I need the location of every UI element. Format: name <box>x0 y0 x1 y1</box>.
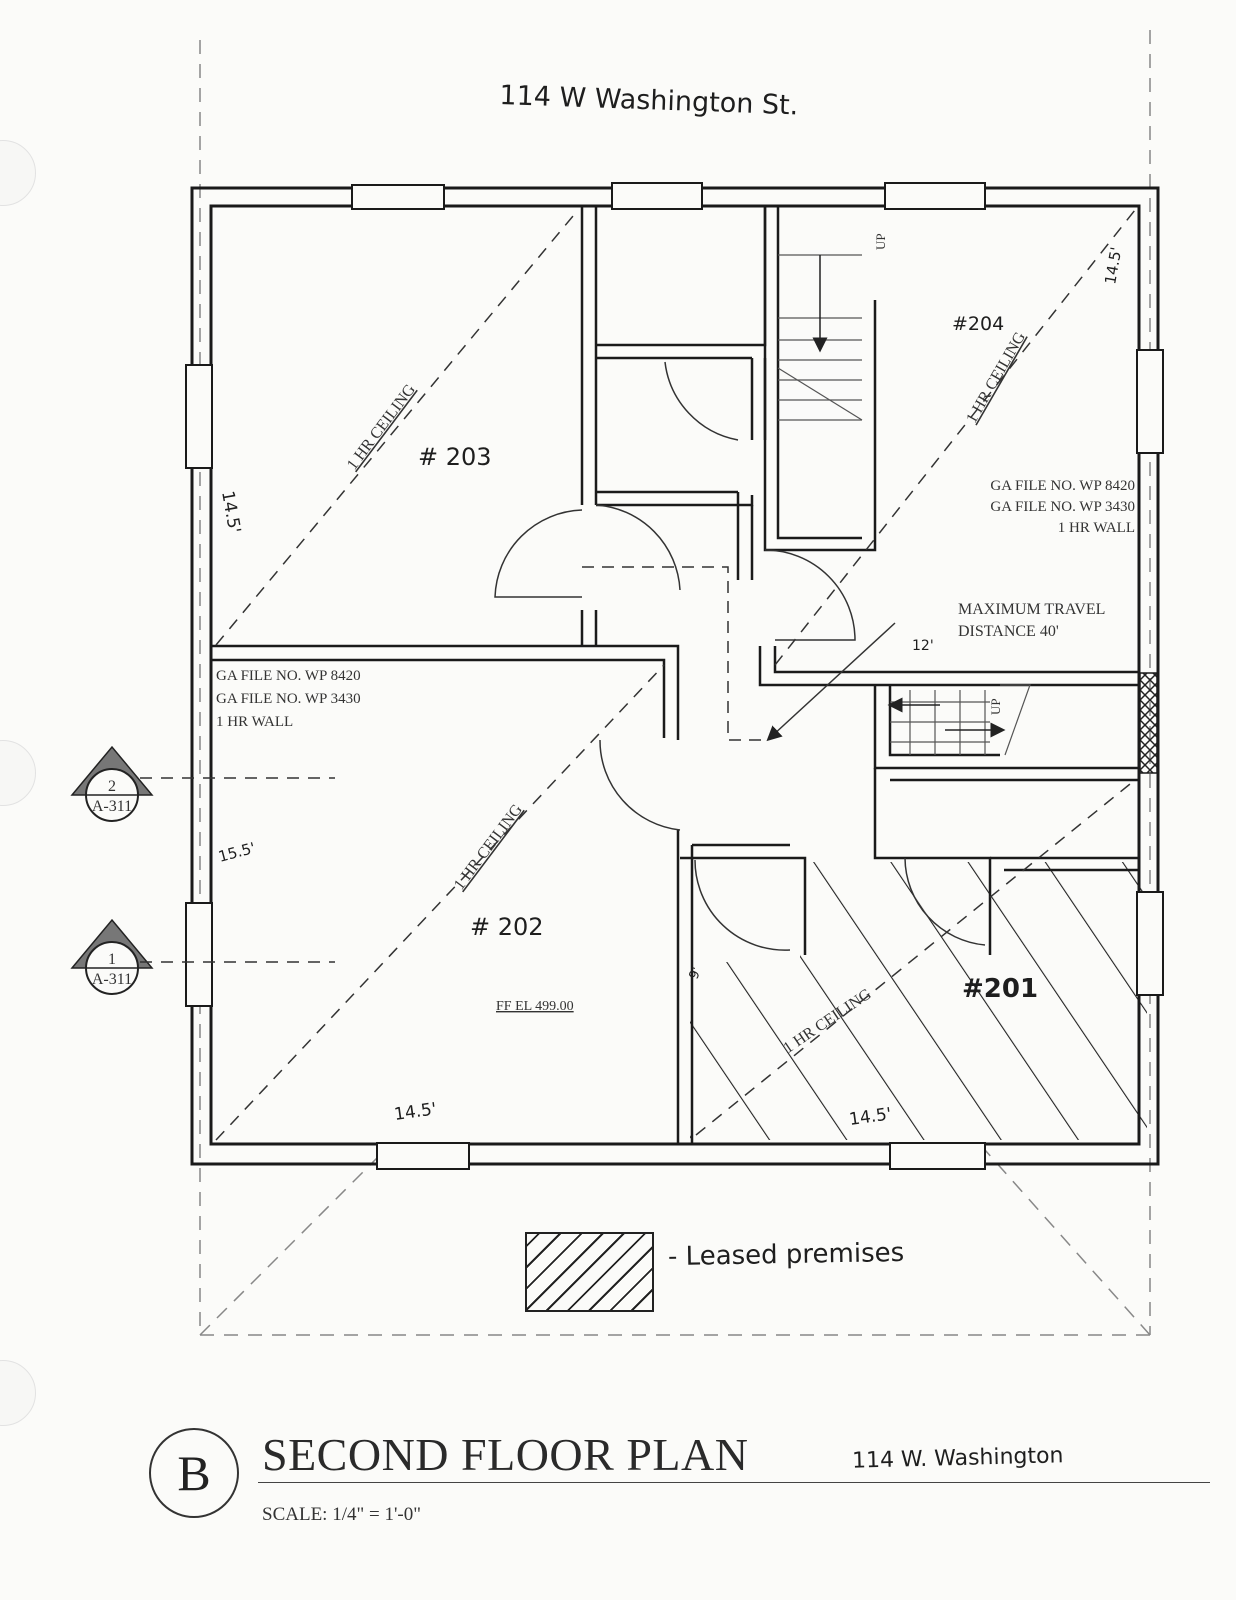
svg-text:GA FILE NO. WP 8420: GA FILE NO. WP 8420 <box>990 478 1135 494</box>
drawing-mark: B <box>149 1428 239 1518</box>
shaft-hatch <box>1139 672 1158 774</box>
plan-title: SECOND FLOOR PLAN <box>262 1429 749 1480</box>
room-number-204: #204 <box>952 313 1004 335</box>
section-number: 1 <box>108 951 116 968</box>
section-sheet: A-311 <box>92 971 132 988</box>
travel-dim: 12' <box>912 638 934 654</box>
svg-text:GA FILE NO. WP 3430: GA FILE NO. WP 3430 <box>990 499 1135 515</box>
interior-walls <box>211 206 1139 1144</box>
wall-rating-notes-202: GA FILE NO. WP 8420 GA FILE NO. WP 3430 … <box>216 668 361 730</box>
room-number-202: # 202 <box>470 913 544 941</box>
section-sheet: A-311 <box>92 798 132 815</box>
section-marker-1: 1 A-311 <box>70 918 335 995</box>
ceiling-label-203: 1 HR CEILING <box>344 381 419 473</box>
dim-203-side: 14.5' <box>217 489 244 534</box>
leased-area-hatch <box>690 862 1147 1140</box>
section-number: 2 <box>108 778 116 795</box>
dim-204-side: 14.5' <box>1101 246 1125 286</box>
legend-label: - Leased premises <box>667 1237 905 1273</box>
stair-up-label: UP <box>988 698 1003 715</box>
svg-text:MAXIMUM TRAVEL: MAXIMUM TRAVEL <box>958 601 1105 618</box>
legend-hatch-swatch <box>525 1232 654 1312</box>
room-number-203: # 203 <box>418 443 492 471</box>
svg-text:1 HR WALL: 1 HR WALL <box>216 714 293 730</box>
stair-north <box>777 254 863 421</box>
ceiling-label-204: 1 HR CEILING <box>963 329 1029 426</box>
stair-up-label: UP <box>873 233 888 250</box>
ceiling-diagonals <box>215 209 1136 1141</box>
door-swings <box>494 361 986 951</box>
dim-201-side: 9' <box>687 965 705 981</box>
svg-text:GA FILE NO. WP 8420: GA FILE NO. WP 8420 <box>216 668 361 684</box>
svg-text:1 HR WALL: 1 HR WALL <box>1058 520 1135 536</box>
room-number-201: #201 <box>962 974 1038 1004</box>
stair-east <box>887 684 1031 756</box>
section-marker-2: 2 A-311 <box>70 745 335 822</box>
title-underline <box>258 1482 1210 1483</box>
plan-scale: SCALE: 1/4" = 1'-0" <box>262 1504 421 1525</box>
dim-202-bottom: 14.5' <box>393 1099 438 1125</box>
travel-path <box>582 566 896 742</box>
dim-202-side: 15.5' <box>216 839 257 866</box>
svg-text:GA FILE NO. WP 3430: GA FILE NO. WP 3430 <box>216 691 361 707</box>
floor-elevation: FF EL 499.00 <box>496 999 574 1014</box>
svg-text:DISTANCE 40': DISTANCE 40' <box>958 623 1059 640</box>
wall-rating-notes-204: GA FILE NO. WP 8420 GA FILE NO. WP 3430 … <box>990 478 1135 536</box>
ceiling-label-202: 1 HR CEILING <box>451 801 526 893</box>
windows <box>185 182 1164 1170</box>
travel-distance-note: MAXIMUM TRAVEL DISTANCE 40' <box>958 601 1105 640</box>
